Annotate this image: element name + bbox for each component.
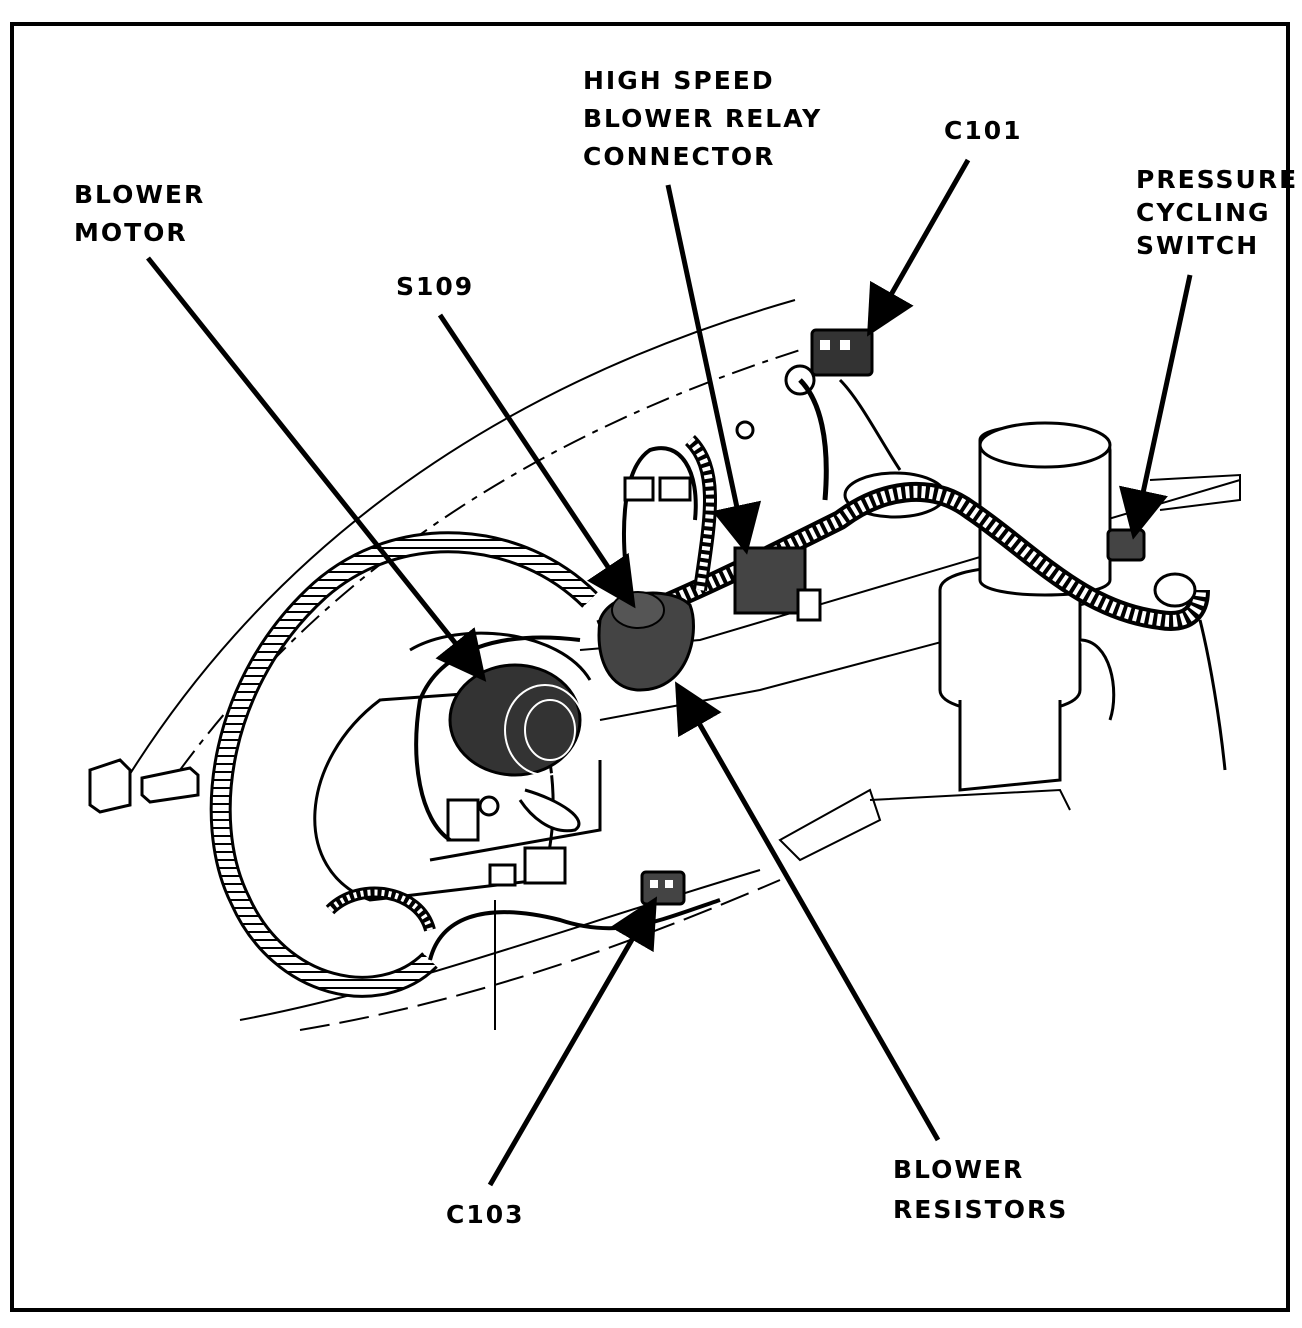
leader-arrows (146, 158, 1193, 1187)
arrow-pressure-cycling-switch (1118, 274, 1193, 540)
connector-c103 (488, 846, 686, 906)
arrow-blower-motor (146, 256, 487, 682)
blower-motor (448, 663, 586, 833)
label-c101: C101 (944, 116, 1023, 145)
connector-c101 (784, 328, 874, 396)
label-s109: S109 (396, 272, 475, 301)
arrow-c103 (487, 896, 658, 1187)
label-blower-resistors: BLOWER RESISTORS (893, 1155, 1069, 1224)
label-blower-motor: BLOWER MOTOR (74, 180, 206, 247)
arrow-relay-connector (665, 184, 762, 555)
label-high-speed-blower-relay-connector: HIGH SPEED BLOWER RELAY CONNECTOR (583, 66, 823, 171)
accumulator (843, 421, 1116, 792)
arrow-s109 (437, 313, 636, 609)
relay-connector-plugs (623, 420, 755, 502)
arrow-blower-resistors (675, 681, 941, 1142)
label-pressure-cycling-switch: PRESSURE CYCLING SWITCH (1136, 165, 1299, 260)
diagram-frame (10, 22, 1290, 1312)
label-c103: C103 (446, 1200, 525, 1229)
pressure-cycling-switch (1106, 528, 1197, 608)
splice-s109 (611, 591, 665, 629)
high-speed-blower-relay-connector (733, 546, 822, 622)
loose-connector-blocks (88, 758, 200, 814)
arrow-c101 (867, 158, 971, 337)
